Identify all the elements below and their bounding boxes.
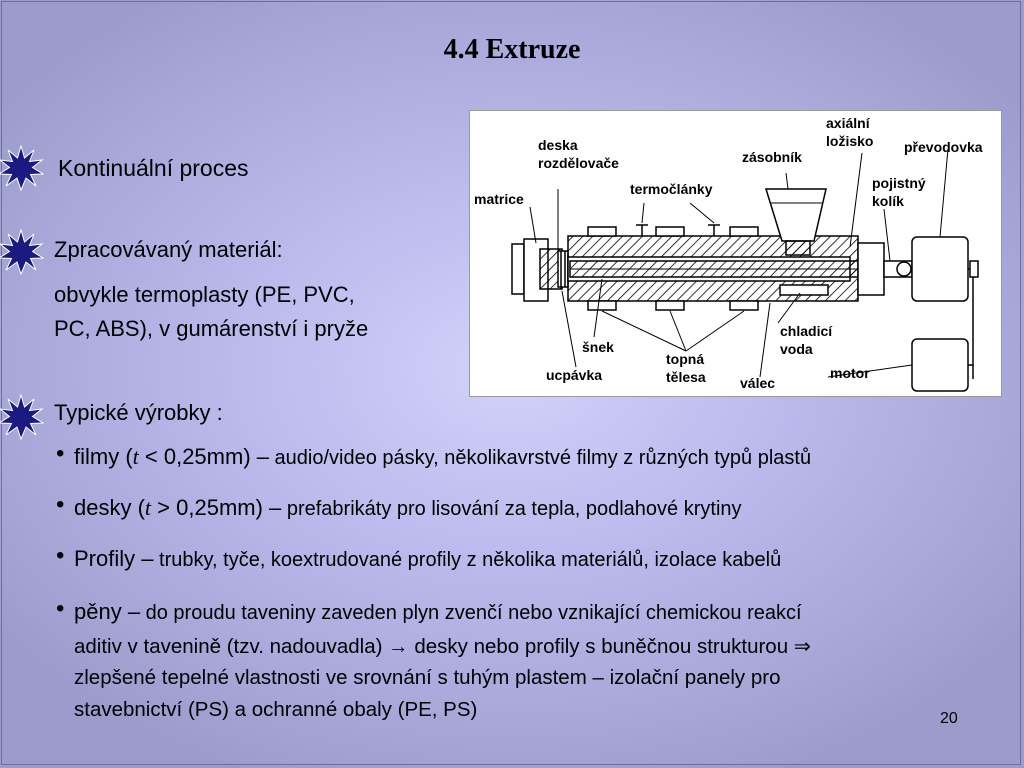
label-lozisko: ložisko — [826, 133, 874, 149]
section-continuous-process: Kontinuální proces — [58, 155, 249, 181]
material-line-2: PC, ABS), v gumárenství i pryže — [54, 316, 369, 341]
foams-line-2: aditiv v tavenině (tzv. nadouvadla) → de… — [74, 635, 811, 658]
material-line-1: obvykle termoplasty (PE, PVC, — [54, 282, 355, 307]
label-kolik: kolík — [872, 193, 904, 209]
star-bullet-icon — [0, 394, 44, 440]
label-deska: deska — [538, 137, 578, 153]
label-pojistny: pojistný — [872, 175, 926, 191]
bullet-boards: desky (t > 0,25mm) – prefabrikáty pro li… — [74, 495, 742, 520]
bullet-profiles: Profily – trubky, tyče, koextrudované pr… — [74, 546, 782, 571]
label-termoclanky: termočlánky — [630, 181, 713, 197]
section-material: Zpracovávaný materiál: — [54, 237, 283, 262]
star-bullet-icon — [0, 229, 44, 275]
label-prevodovka: převodovka — [904, 139, 983, 155]
label-motor: motor — [830, 365, 870, 381]
bullet-dot: • — [56, 491, 65, 518]
bullet-foams: pěny – do proudu taveniny zaveden plyn z… — [74, 599, 802, 624]
label-rozdelovace: rozdělovače — [538, 155, 619, 171]
bullet-dot: • — [56, 595, 65, 622]
label-snek: šnek — [582, 339, 614, 355]
label-matrice: matrice — [474, 191, 524, 207]
label-voda: voda — [780, 341, 813, 357]
foams-line-4: stavebnictví (PS) a ochranné obaly (PE, … — [74, 698, 478, 721]
extruder-diagram: deska rozdělovače zásobník axiální ložis… — [469, 110, 1002, 397]
label-ucpavka: ucpávka — [546, 367, 603, 383]
label-topna: topná — [666, 351, 705, 367]
star-bullet-icon — [0, 145, 44, 191]
bullet-films: filmy (t < 0,25mm) – audio/video pásky, … — [74, 444, 812, 469]
section-products: Typické výrobky : — [54, 400, 223, 425]
bullet-dot: • — [56, 542, 65, 569]
foams-line-3: zlepšené tepelné vlastnosti ve srovnání … — [74, 666, 781, 689]
slide-title: 4.4 Extruze — [443, 34, 581, 65]
extruder-drawing — [511, 148, 979, 392]
label-axialni: axiální — [826, 115, 870, 131]
bullet-dot: • — [56, 440, 65, 467]
label-telesa: tělesa — [666, 369, 706, 385]
label-zasobnik: zásobník — [742, 149, 802, 165]
label-valec: válec — [740, 375, 776, 391]
page-number: 20 — [940, 710, 958, 727]
label-chladici: chladicí — [780, 323, 833, 339]
